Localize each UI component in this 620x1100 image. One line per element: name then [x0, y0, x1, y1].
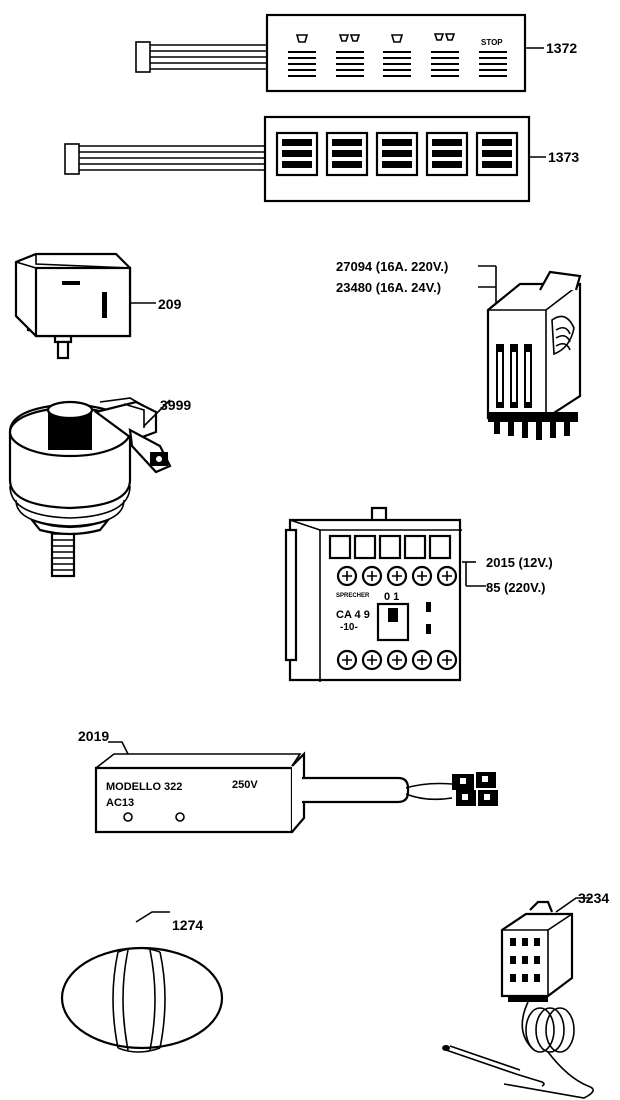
- ribbon-cable: [135, 41, 268, 73]
- switch-marks: 0 1: [384, 591, 399, 603]
- threaded-stem: [50, 526, 76, 578]
- part-1372: STOP 1372: [135, 13, 577, 93]
- part-code-27094: 27094 (16A. 220V.): [336, 259, 448, 274]
- part-code-209: 209: [158, 296, 182, 312]
- part-209: 209: [14, 252, 182, 360]
- part-3999: 3999: [8, 397, 191, 578]
- rating-label: AC13: [106, 797, 134, 809]
- ribbon-cable: [64, 143, 268, 175]
- cup-icon: [295, 34, 309, 43]
- model-label: CA 4 9: [336, 609, 370, 621]
- part-1373: 1373: [64, 115, 579, 203]
- part-code-23480: 23480 (16A. 24V.): [336, 280, 441, 295]
- model-label: MODELLO 322: [106, 781, 182, 793]
- part-1274: 1274: [60, 911, 224, 1053]
- leader-line: [555, 897, 590, 913]
- stop-label: STOP: [481, 38, 503, 47]
- model-sublabel: -10-: [340, 622, 358, 633]
- leader-line: [135, 911, 170, 923]
- leader-line: [108, 741, 129, 755]
- leader-line: [143, 399, 171, 427]
- two-cups-icon: [338, 34, 361, 42]
- part-code-3999: 3999: [160, 397, 191, 413]
- part-code-1373: 1373: [548, 149, 579, 165]
- part-contactor: SPRECHER CA 4 9 -10- 0 1 2015 (12V.) 85 …: [284, 506, 553, 682]
- two-cups-icon: [433, 33, 456, 41]
- push-buttons: [275, 131, 519, 177]
- key-stripes: [288, 51, 507, 77]
- terminal-row-bottom: [336, 649, 458, 671]
- part-code-85: 85 (220V.): [486, 580, 546, 595]
- part-2019: 2019 MODELLO 322 250V AC13: [78, 728, 498, 834]
- cup-icon: [390, 34, 404, 43]
- part-code-1372: 1372: [546, 40, 577, 56]
- part-relay: 27094 (16A. 220V.) 23480 (16A. 24V.): [336, 259, 582, 440]
- part-code-2015: 2015 (12V.): [486, 555, 553, 570]
- capillary-coil: [503, 1001, 594, 1099]
- terminal-row-top: [328, 534, 458, 587]
- part-3234: 3234: [442, 890, 609, 1099]
- brand-label: SPRECHER: [336, 593, 370, 599]
- voltage-label: 250V: [232, 779, 258, 791]
- part-code-1274: 1274: [172, 917, 203, 933]
- part-code-3234: 3234: [578, 890, 609, 906]
- part-code-2019: 2019: [78, 728, 109, 744]
